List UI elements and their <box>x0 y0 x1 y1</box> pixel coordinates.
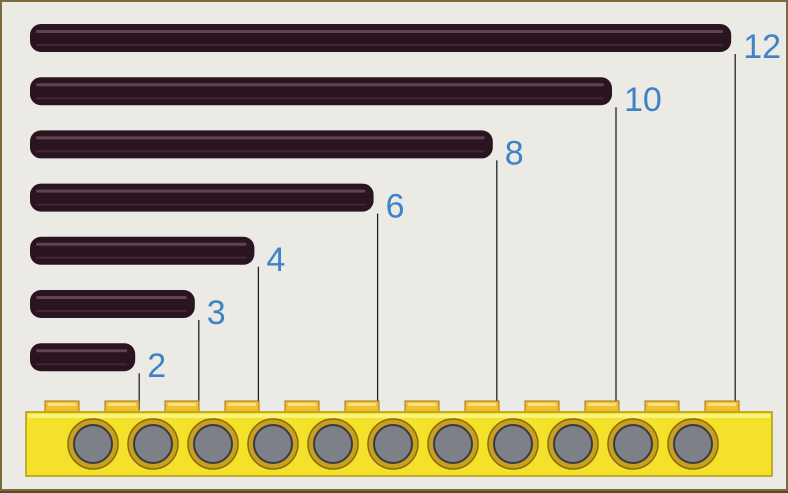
beam-hole <box>374 425 412 463</box>
beam-stud-shine <box>588 403 616 406</box>
axle-highlight-2 <box>36 349 127 352</box>
beam-stud <box>345 401 379 413</box>
beam-hole <box>674 425 712 463</box>
beam-stud-shine <box>528 403 556 406</box>
axle-shadow-3 <box>36 310 187 312</box>
beam-stud <box>165 401 199 413</box>
axle-label-3: 3 <box>207 294 226 332</box>
axle-label-4: 4 <box>266 241 285 279</box>
beam-hole <box>194 425 232 463</box>
beam-stud <box>405 401 439 413</box>
axle-highlight-12 <box>36 30 723 33</box>
beam-hole <box>434 425 472 463</box>
axle-highlight-4 <box>36 243 246 246</box>
axle-highlight-10 <box>36 83 604 86</box>
beam-stud-shine <box>228 403 256 406</box>
beam-stud <box>285 401 319 413</box>
beam-stud <box>465 401 499 413</box>
axle-6 <box>30 184 374 212</box>
beam-stud-shine <box>468 403 496 406</box>
beam-stud <box>705 401 739 413</box>
axle-3 <box>30 290 195 318</box>
beam-stud-shine <box>708 403 736 406</box>
axle-label-2: 2 <box>147 347 166 385</box>
beam-hole <box>134 425 172 463</box>
axle-shadow-12 <box>36 44 723 46</box>
axle-shadow-8 <box>36 150 485 152</box>
beam-hole <box>314 425 352 463</box>
beam-stud-shine <box>348 403 376 406</box>
beam-hole <box>554 425 592 463</box>
beam-stud <box>45 401 79 413</box>
beam-stud <box>645 401 679 413</box>
axle-8 <box>30 130 493 158</box>
technic-beam <box>26 401 772 476</box>
axle-shadow-6 <box>36 204 366 206</box>
axle-shadow-10 <box>36 97 604 99</box>
beam-stud-shine <box>108 403 136 406</box>
axle-shadow-4 <box>36 257 246 259</box>
axle-label-12: 12 <box>743 28 781 66</box>
beam-hole <box>74 425 112 463</box>
axle-10 <box>30 77 612 105</box>
beam-stud <box>105 401 139 413</box>
axle-label-10: 10 <box>624 81 662 119</box>
beam-stud-shine <box>48 403 76 406</box>
beam-hole <box>494 425 532 463</box>
beam-hole <box>614 425 652 463</box>
axle-label-6: 6 <box>386 188 405 226</box>
beam-stud <box>225 401 259 413</box>
axles <box>30 24 731 371</box>
axle-shadow-2 <box>36 363 127 365</box>
axle-label-8: 8 <box>505 134 524 172</box>
axle-highlight-3 <box>36 296 187 299</box>
axle-highlight-6 <box>36 190 366 193</box>
beam-stud-shine <box>288 403 316 406</box>
beam-stud-shine <box>168 403 196 406</box>
beam-stud-shine <box>408 403 436 406</box>
axle-highlight-8 <box>36 136 485 139</box>
axle-4 <box>30 237 254 265</box>
axle-2 <box>30 343 135 371</box>
beam-hole <box>254 425 292 463</box>
axle-12 <box>30 24 731 52</box>
beam-stud <box>525 401 559 413</box>
beam-stud <box>585 401 619 413</box>
beam-top-shine <box>28 414 770 418</box>
beam-stud-shine <box>648 403 676 406</box>
